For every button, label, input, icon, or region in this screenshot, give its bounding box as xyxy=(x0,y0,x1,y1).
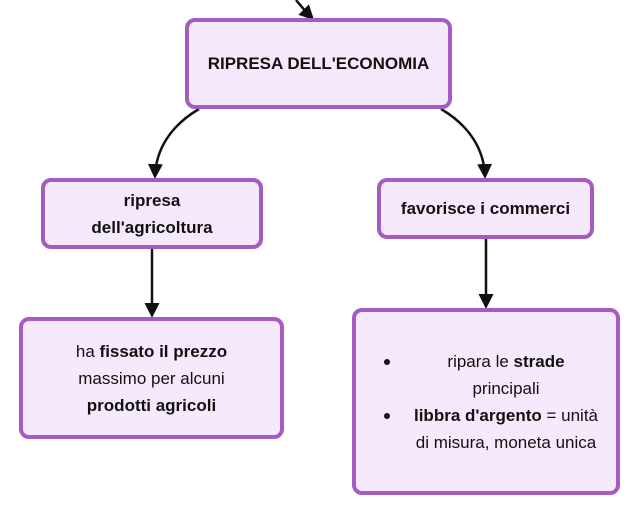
list-item-post: = unità di misura, moneta unica xyxy=(415,405,599,452)
node-price-bold1: fissato il prezzo xyxy=(99,341,228,361)
bullet-list: ripara le strade principali libbra d'arg… xyxy=(376,348,604,456)
node-prezzo-massimo[interactable]: ha fissato il prezzo massimo per alcuni … xyxy=(19,317,284,439)
node-ripresa-economia[interactable]: RIPRESA DELL'ECONOMIA xyxy=(185,18,452,109)
node-agriculture-line2: dell'agricoltura xyxy=(91,217,213,237)
node-favorisce-commerci[interactable]: favorisce i commerci xyxy=(377,178,594,239)
list-item-bold: libbra d'argento xyxy=(413,405,542,425)
node-agriculture-text: ripresa dell'agricoltura xyxy=(91,187,212,241)
list-item-bold: strade xyxy=(513,351,565,371)
node-price-bold2: prodotti agricoli xyxy=(86,395,217,415)
node-price-text: ha fissato il prezzo massimo per alcuni … xyxy=(76,338,227,419)
incoming-connector xyxy=(295,0,315,21)
node-price-mid: massimo per alcuni xyxy=(78,368,225,388)
list-item-post: principali xyxy=(472,378,540,398)
node-lista-commerci[interactable]: ripara le strade principali libbra d'arg… xyxy=(352,308,620,495)
node-price-pre: ha xyxy=(75,341,100,361)
node-commerce-label: favorisce i commerci xyxy=(400,199,571,218)
root-to-commerce-connector xyxy=(440,107,493,179)
root-to-agriculture-connector xyxy=(147,107,200,179)
list-item: ripara le strade principali xyxy=(376,348,604,402)
node-agriculture-line1: ripresa xyxy=(123,190,181,210)
node-ripresa-agricoltura[interactable]: ripresa dell'agricoltura xyxy=(41,178,263,249)
list-item: libbra d'argento = unità di misura, mone… xyxy=(376,402,604,456)
node-root-label: RIPRESA DELL'ECONOMIA xyxy=(207,54,430,73)
list-item-pre: ripara le xyxy=(447,351,514,371)
